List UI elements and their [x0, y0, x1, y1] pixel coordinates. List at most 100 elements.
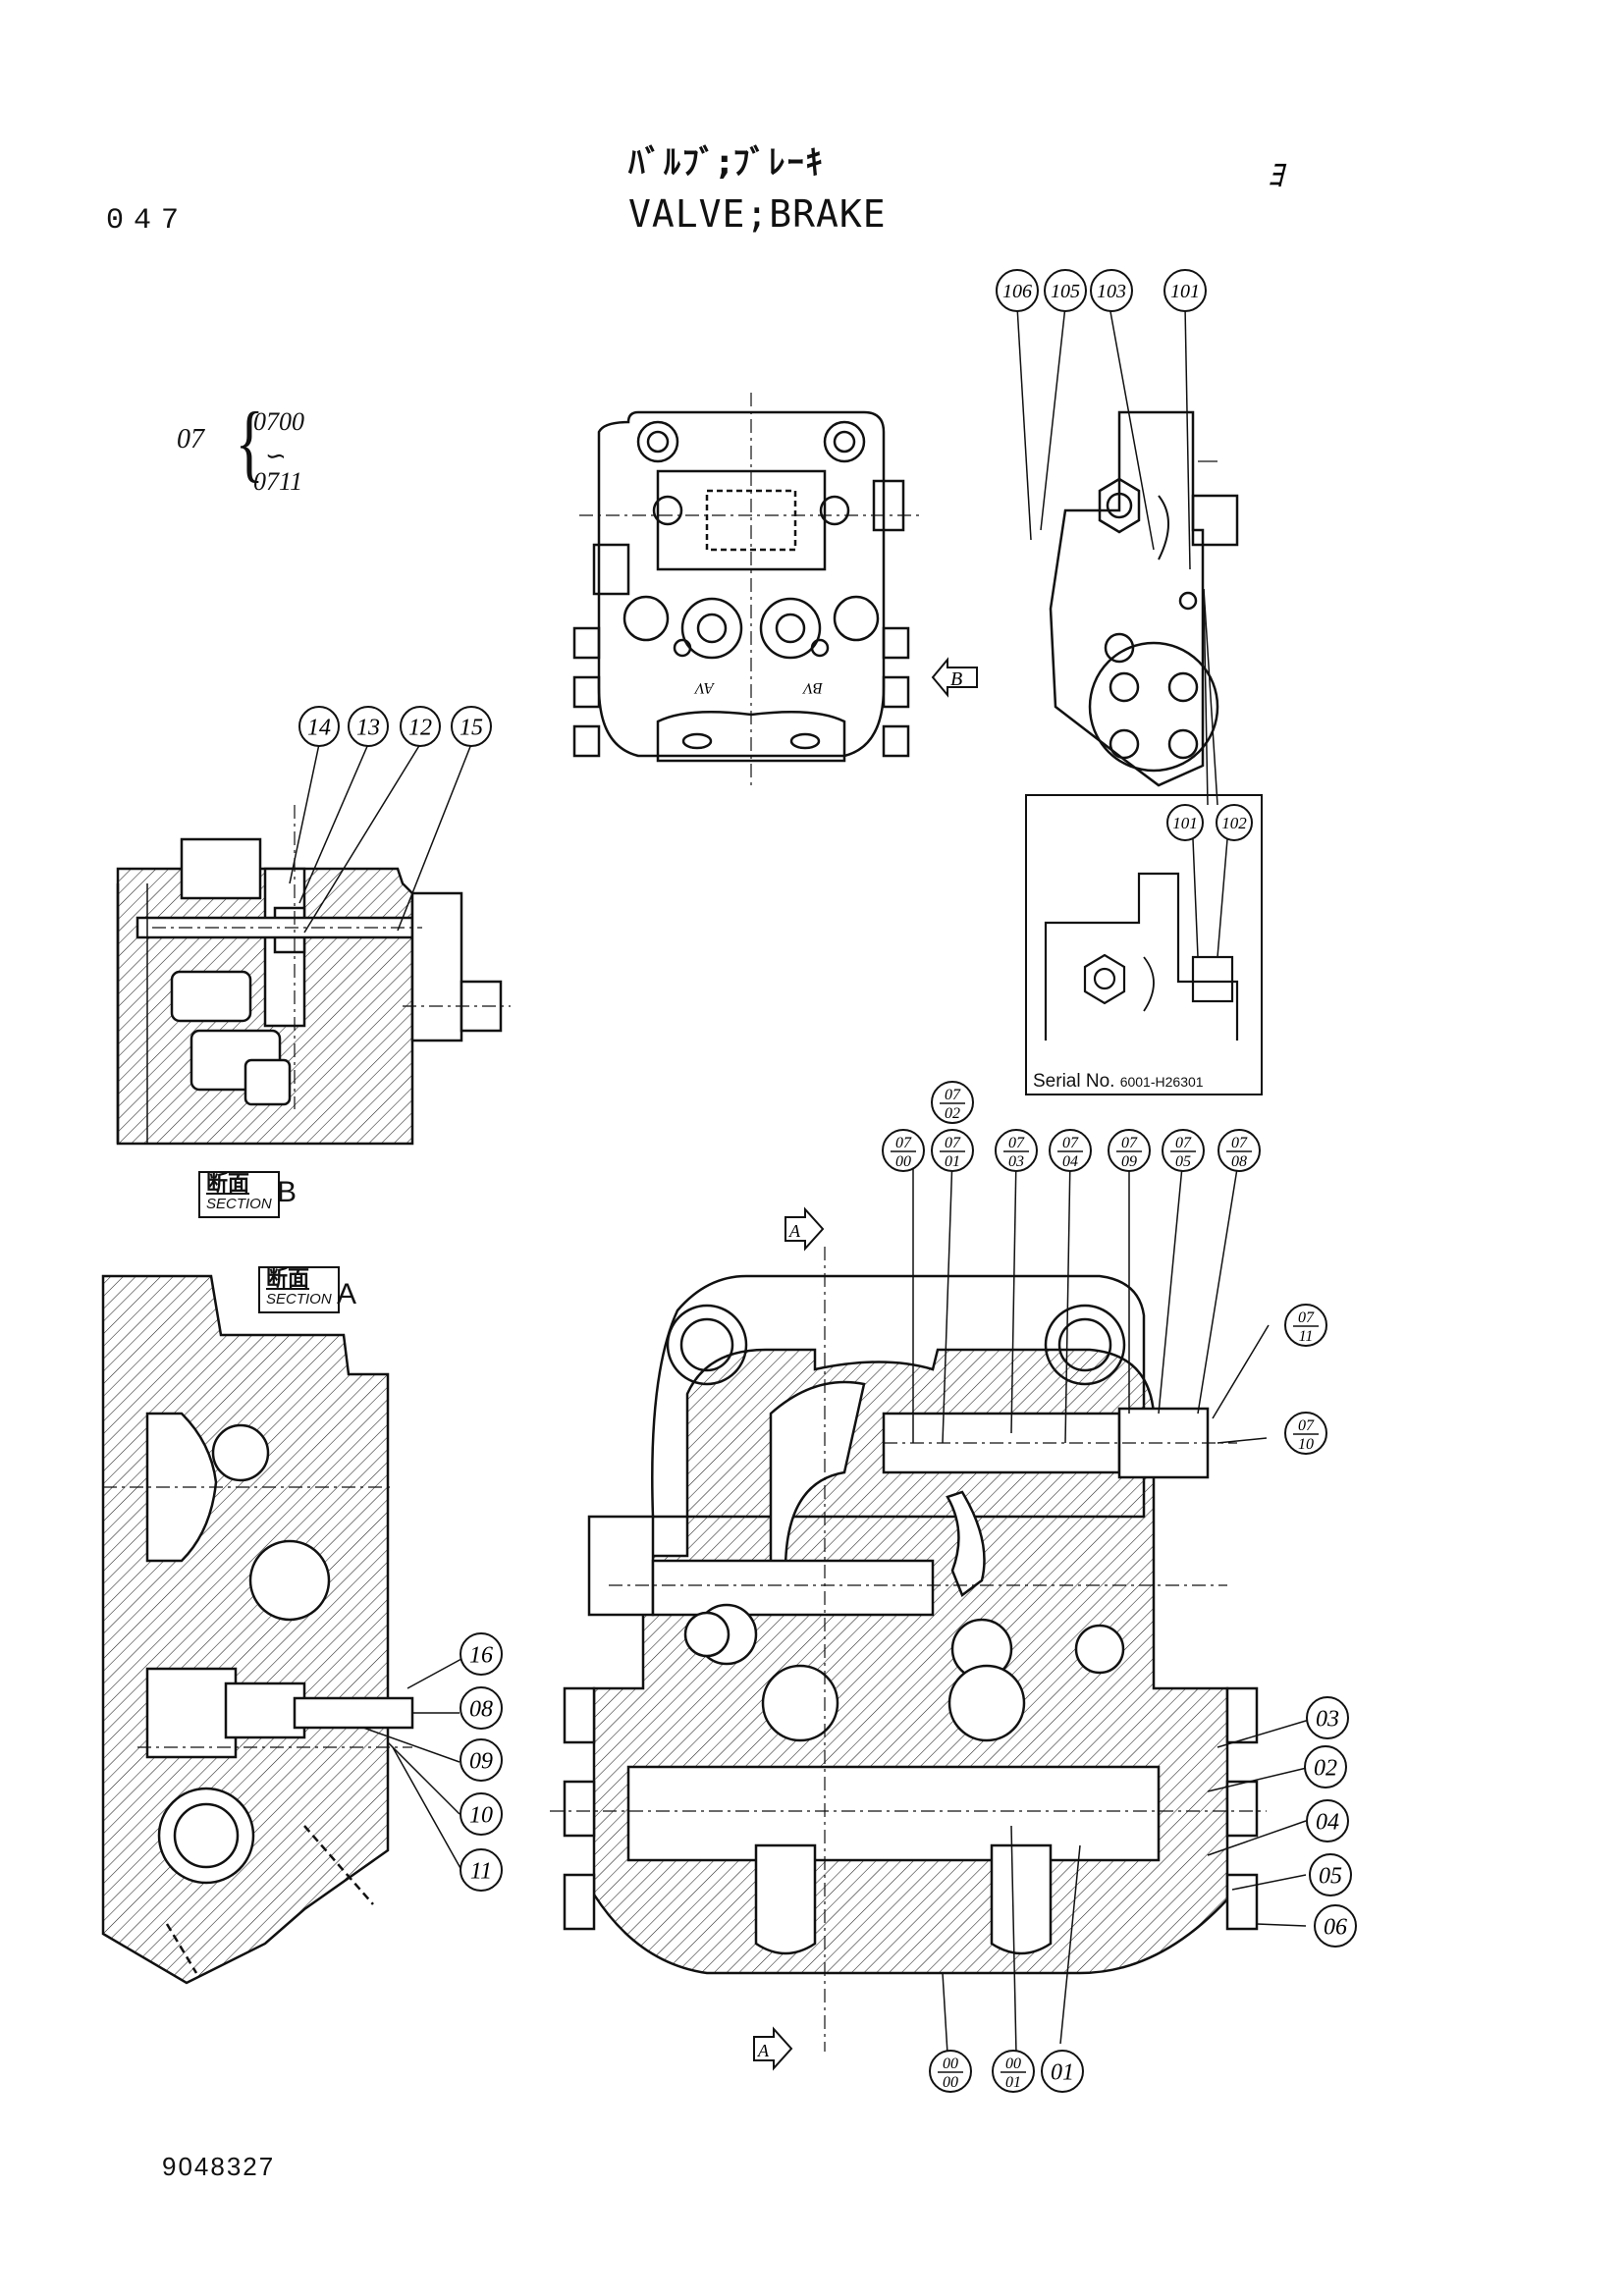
title-english: VALVE;BRAKE [628, 192, 887, 236]
section-a-label-box: 断面 SECTION [258, 1266, 340, 1313]
side-view-leaders [1016, 305, 1218, 806]
callout-00-00-top: 00 [943, 2056, 958, 2072]
callout-07-00-top: 07 [895, 1135, 912, 1151]
callout-07-08-top: 07 [1231, 1135, 1248, 1151]
callout-00-01-top: 00 [1005, 2056, 1021, 2072]
callout-07-02-bottom: 02 [945, 1105, 960, 1122]
view-b-letter: B [950, 668, 962, 690]
serial-label: Serial No. [1033, 1071, 1115, 1092]
callout-105: 105 [1044, 269, 1087, 312]
callout-main-02: 02 [1304, 1745, 1347, 1789]
page-number: 047 [106, 204, 189, 238]
serial-note: Serial No. 6001-H26301 [1033, 1071, 1204, 1093]
serial-value: 6001-H26301 [1119, 1074, 1204, 1090]
callout-07-02-top: 07 [945, 1087, 961, 1103]
range-separator: ∽ [265, 442, 287, 470]
main-section-drawing [550, 1247, 1267, 2052]
callout-16-label: 16 [469, 1642, 493, 1668]
callout-103-label: 103 [1097, 281, 1126, 302]
callout-106: 106 [996, 269, 1039, 312]
callout-07-09-bottom: 09 [1121, 1153, 1137, 1170]
section-b-en: SECTION [206, 1196, 272, 1212]
callout-09: 09 [460, 1738, 503, 1782]
side-view [1049, 410, 1239, 787]
callout-07-11-bottom: 11 [1299, 1328, 1314, 1345]
callout-08: 08 [460, 1686, 503, 1730]
callout-00-00-bottom: 00 [943, 2074, 958, 2091]
callout-07-00-bottom: 00 [895, 1153, 911, 1170]
serial-detail-box [1025, 794, 1263, 1095]
callout-07-11: 0711 [1284, 1304, 1327, 1347]
section-a-en: SECTION [266, 1291, 332, 1308]
callout-main-06: 06 [1314, 1904, 1357, 1948]
callout-main-bottom-01-label: 01 [1051, 2059, 1074, 2085]
section-b-jp: 断面 [206, 1172, 250, 1197]
range-from: 0700 [253, 407, 304, 436]
callout-101-label: 101 [1170, 281, 1200, 302]
callout-07-10-top: 07 [1298, 1417, 1315, 1434]
callout-105-label: 105 [1051, 281, 1080, 302]
section-a-jp: 断面 [266, 1267, 310, 1292]
callout-07-05-bottom: 05 [1175, 1153, 1191, 1170]
callout-main-06-label: 06 [1324, 1914, 1347, 1940]
callout-07-03-bottom: 03 [1008, 1153, 1024, 1170]
callout-13: 13 [348, 706, 389, 747]
section-b-drawing [116, 805, 511, 1146]
callout-12-label: 12 [408, 715, 432, 740]
cut-a-bottom-marker: A [753, 2026, 793, 2071]
section-b-letter: B [277, 1176, 298, 1208]
callout-11: 11 [460, 1848, 503, 1892]
section-a-leaders [362, 1658, 462, 1871]
callout-14-label: 14 [307, 715, 331, 740]
callout-07-10-bottom: 10 [1298, 1436, 1314, 1453]
detail-callout-102: 102 [1216, 804, 1253, 841]
callout-07-01-top: 07 [945, 1135, 961, 1151]
callout-main-bottom-01: 01 [1041, 2050, 1084, 2093]
callout-12: 12 [400, 706, 441, 747]
callout-07-04-top: 07 [1062, 1135, 1079, 1151]
callout-main-04-label: 04 [1316, 1809, 1339, 1835]
callout-07-11-top: 07 [1298, 1309, 1315, 1326]
callout-main-03: 03 [1306, 1696, 1349, 1739]
range-to: 0711 [253, 467, 303, 496]
callout-07-03-top: 07 [1008, 1135, 1025, 1151]
callout-09-label: 09 [469, 1748, 493, 1774]
section-b-label-box: 断面 SECTION [198, 1171, 280, 1218]
callout-11-label: 11 [470, 1858, 492, 1884]
callout-07-00: 0700 [882, 1129, 925, 1172]
callout-16: 16 [460, 1632, 503, 1676]
view-b-arrow: B [931, 657, 978, 698]
section-a-drawing [101, 1274, 414, 1985]
callout-07-04-bottom: 04 [1062, 1153, 1078, 1170]
port-label-b: BV [801, 679, 823, 696]
callout-main-04: 04 [1306, 1799, 1349, 1842]
cut-a-bottom-letter: A [757, 2041, 770, 2060]
corner-mark: ﾖ [1267, 156, 1287, 195]
port-label-a: AV [693, 679, 715, 696]
title-japanese: ﾊﾞﾙﾌﾞ;ﾌﾞﾚｰｷ [628, 143, 825, 183]
callout-106-label: 106 [1002, 281, 1032, 302]
detail-callout-101-label: 101 [1172, 814, 1198, 832]
callout-15-label: 15 [460, 715, 483, 740]
drawing-number: 9048327 [162, 2152, 276, 2181]
callout-10-label: 10 [469, 1802, 493, 1828]
callout-103: 103 [1090, 269, 1133, 312]
callout-main-02-label: 02 [1314, 1755, 1337, 1781]
cut-a-top-marker: A [784, 1206, 825, 1252]
callout-14: 14 [298, 706, 340, 747]
range-brace: { [235, 396, 264, 491]
range-prefix: 07 [177, 424, 204, 454]
